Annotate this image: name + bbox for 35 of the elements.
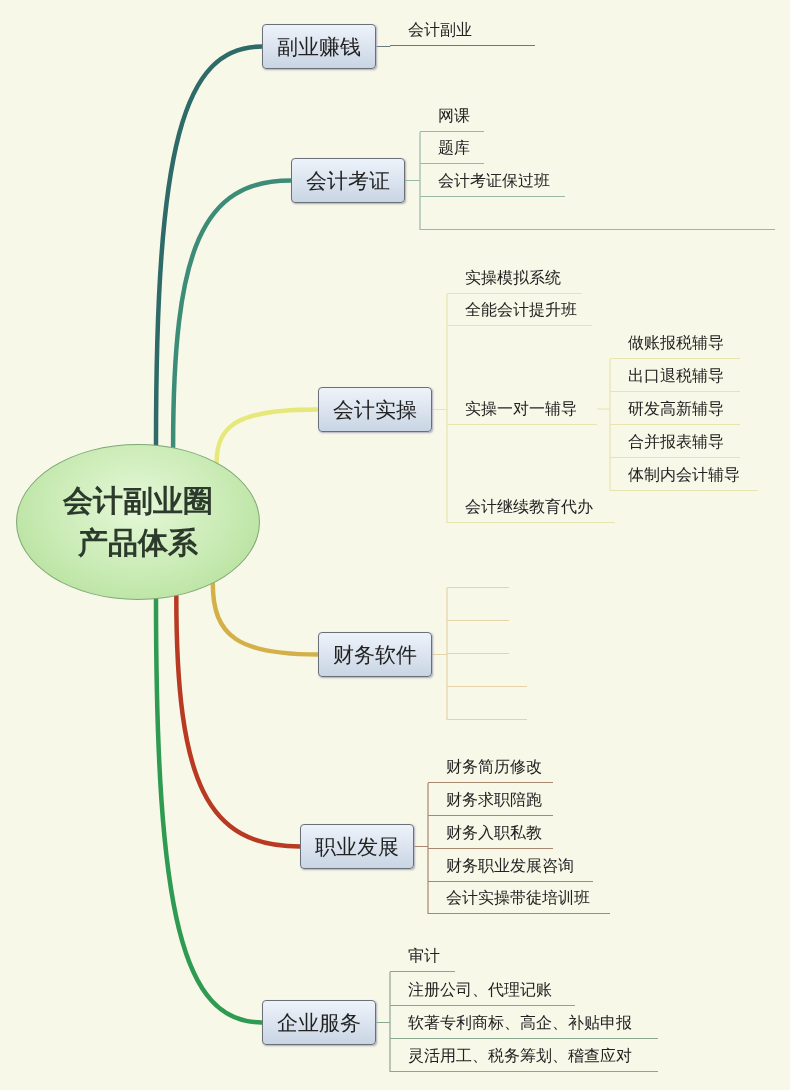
topic-box: 财务软件 xyxy=(318,632,432,677)
subtopic-label: 网课 xyxy=(420,100,484,132)
bracket-connector xyxy=(431,293,448,524)
subtopic-label: 财务入职私教 xyxy=(428,816,553,849)
subtopic-label: 会计考证保过班 xyxy=(420,164,565,197)
subtopic-label: 体制内会计辅导 xyxy=(610,458,758,491)
bracket-connector xyxy=(375,971,391,1073)
subtopic-label: 题库 xyxy=(420,132,484,164)
topic-box: 会计实操 xyxy=(318,387,432,432)
subtopic-label: 研发高新辅导 xyxy=(610,392,740,425)
subtopic-label: 审计 xyxy=(390,940,455,972)
bracket-connector xyxy=(404,131,421,231)
bracket-connector xyxy=(431,587,448,721)
subtopic-label: 灵活用工、税务筹划、稽查应对 xyxy=(390,1039,658,1072)
topic-box: 会计考证 xyxy=(291,158,405,203)
subtopic-label: 会计实操带徒培训班 xyxy=(428,882,610,914)
subtopic-label: 财务简历修改 xyxy=(428,750,553,783)
subtopic-label: 注册公司、代理记账 xyxy=(390,972,575,1006)
bracket-connector xyxy=(596,358,611,492)
subtopic-label: 出口退税辅导 xyxy=(610,359,740,392)
subtopic-label: 全能会计提升班 xyxy=(447,294,592,326)
subtopic-label: 会计继续教育代办 xyxy=(447,490,615,523)
subtopic-label: 软著专利商标、高企、补贴申报 xyxy=(390,1006,658,1039)
topic-box: 职业发展 xyxy=(300,824,414,869)
subtopic-label: 财务职业发展咨询 xyxy=(428,849,593,882)
bracket-connector xyxy=(413,782,429,915)
subtopic-label: 实操一对一辅导 xyxy=(447,393,597,425)
subtopic-label: 财务求职陪跑 xyxy=(428,783,553,816)
topic-box: 副业赚钱 xyxy=(262,24,376,69)
subtopic-label: 做账报税辅导 xyxy=(610,326,740,359)
title-text: 会计副业圈产品体系 xyxy=(62,482,214,562)
subtopic-label: 实操模拟系统 xyxy=(447,262,582,294)
topic-box: 企业服务 xyxy=(262,1000,376,1045)
subtopic-label: 会计副业 xyxy=(390,14,535,46)
subtopic-label: 合并报表辅导 xyxy=(610,425,740,458)
